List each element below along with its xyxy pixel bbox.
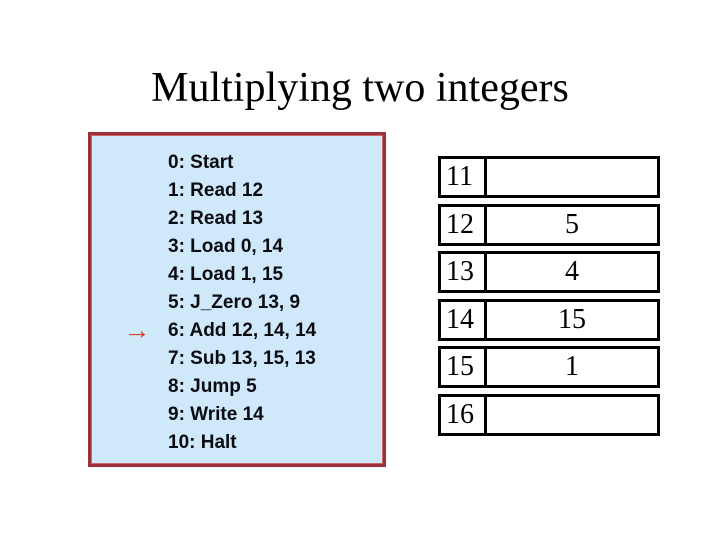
program-box: → 0: Start 1: Read 12 2: Read 13 3: Load… (88, 132, 386, 467)
memory-row-16: 16 (438, 393, 660, 436)
program-line-5: 5: J_Zero 13, 9 (168, 292, 301, 313)
memory-value-cell: 1 (565, 351, 579, 382)
memory-row-11: 11 (438, 156, 660, 198)
memory-table: 11 12 5 13 4 14 15 15 1 16 (438, 156, 660, 436)
memory-row-14: 14 15 (438, 298, 660, 341)
memory-address-cell: 13 (441, 254, 487, 290)
program-line-6: 6: Add 12, 14, 14 (168, 320, 317, 341)
program-line-2: 2: Read 13 (168, 208, 264, 229)
memory-value-cell: 15 (558, 303, 586, 335)
current-instruction-arrow-icon: → (123, 315, 151, 345)
program-line-8: 8: Jump 5 (168, 376, 257, 397)
memory-value-cell: 4 (565, 256, 579, 287)
program-line-4: 4: Load 1, 15 (168, 264, 284, 285)
program-listing: 0: Start 1: Read 12 2: Read 13 3: Load 0… (168, 149, 378, 457)
program-line-9: 9: Write 14 (168, 404, 264, 425)
memory-row-15: 15 1 (438, 346, 660, 388)
memory-address-cell: 14 (441, 301, 487, 338)
memory-row-13: 13 4 (438, 251, 660, 293)
memory-address-cell: 12 (441, 206, 487, 243)
memory-row-12: 12 5 (438, 203, 660, 246)
memory-value-cell: 5 (565, 208, 579, 240)
program-line-3: 3: Load 0, 14 (168, 236, 284, 257)
slide-title: Multiplying two integers (151, 65, 569, 111)
memory-address-cell: 15 (441, 349, 487, 385)
memory-address-cell: 16 (441, 396, 487, 433)
program-line-0: 0: Start (168, 152, 234, 173)
memory-address-cell: 11 (441, 159, 487, 195)
program-line-7: 7: Sub 13, 15, 13 (168, 348, 316, 369)
program-line-1: 1: Read 12 (168, 180, 264, 201)
program-line-10: 10: Halt (168, 432, 237, 453)
